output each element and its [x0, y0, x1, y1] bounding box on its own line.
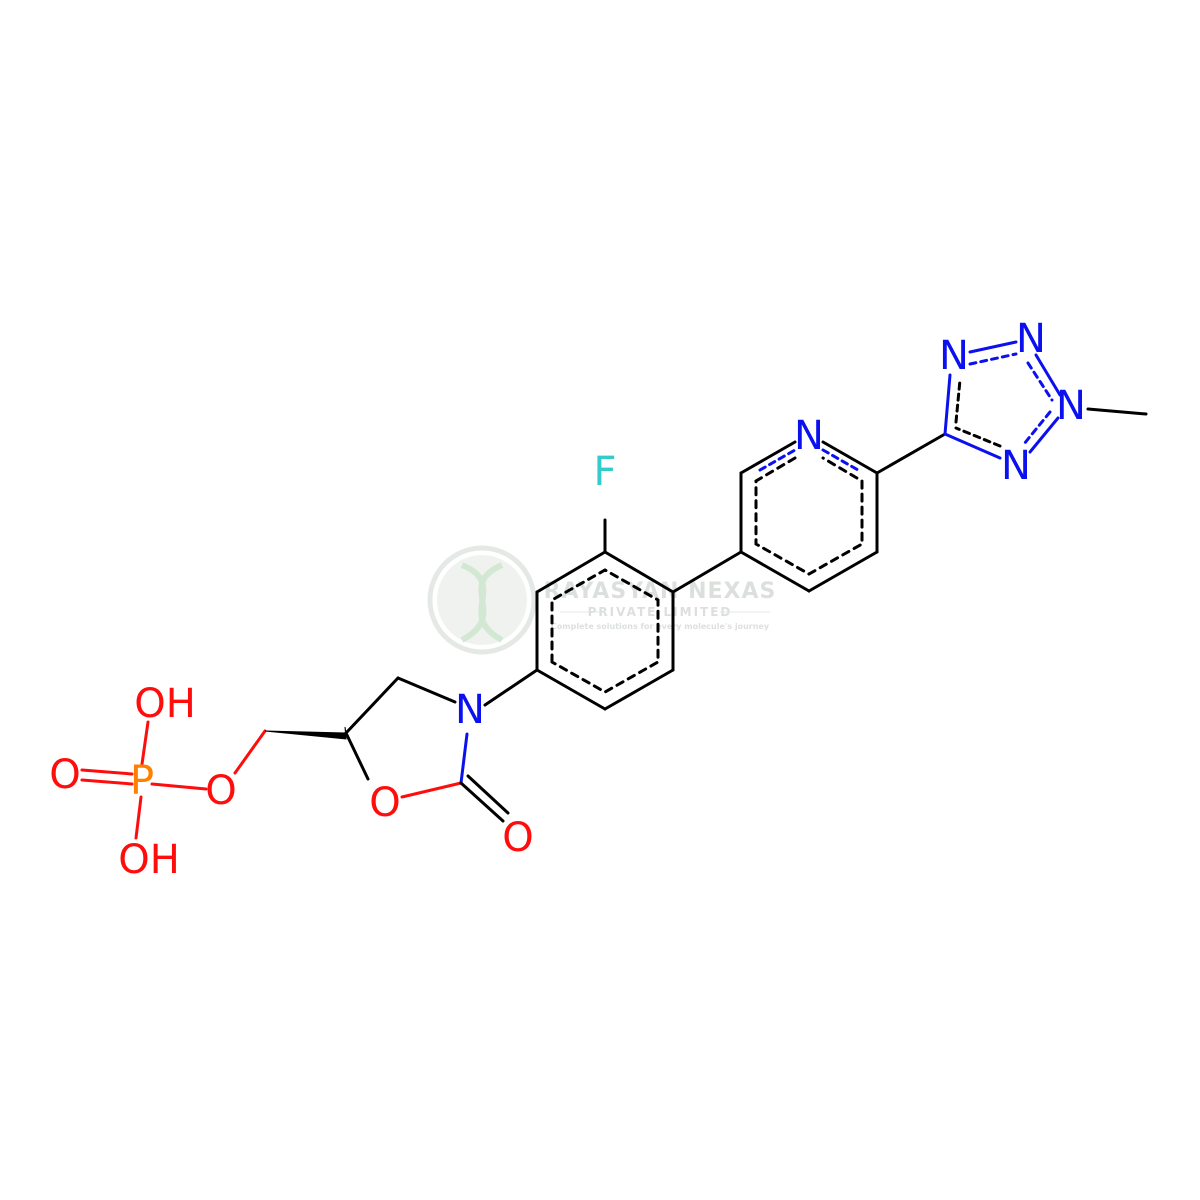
- bond-c4-n: [396, 676, 457, 704]
- atom-fluorine: F: [593, 449, 616, 495]
- atom-o-carbonyl: O: [502, 815, 533, 861]
- aromatic-ring-fluorophenyl: [550, 568, 660, 694]
- bond-tz-n1-n2-dash: [968, 352, 1018, 366]
- atom-labels: OH O P O OH O O N F N N N N N: [49, 316, 1086, 883]
- bond-c5-c4: [344, 676, 400, 735]
- bond-tz-n4-c: [943, 432, 1002, 460]
- bond-p-o-double-b: [80, 778, 134, 786]
- atom-n-pyridine: N: [794, 413, 824, 459]
- bond-n-methyl: [1086, 407, 1148, 416]
- atom-phosphorus: P: [130, 758, 154, 804]
- bond-py-tetrazole: [875, 432, 947, 475]
- bond-c2-o-carbonyl-a: [459, 781, 505, 823]
- bond-tz-n3-n4-dash: [1022, 410, 1052, 446]
- bond-tz-n3-n4: [1028, 416, 1060, 454]
- atom-n-tetrazole-3: N: [1056, 383, 1086, 429]
- bond-py-2: [739, 440, 797, 475]
- bonds: [80, 340, 1148, 840]
- bond-p-oh-top: [140, 720, 150, 766]
- atom-n-tetrazole-2: N: [1016, 316, 1046, 362]
- bond-tz-n2-n3: [1034, 353, 1062, 397]
- bond-tz-n4-c-dash: [954, 426, 1002, 448]
- atom-o-double: O: [49, 752, 80, 798]
- bond-py-5: [807, 550, 879, 593]
- atom-o-ester: O: [205, 768, 236, 814]
- aromatic-ring-pyridine: [754, 456, 864, 576]
- atom-n-tetrazole-4: N: [1001, 443, 1031, 489]
- bond-tz-c-n1: [943, 373, 952, 436]
- bond-tz-n1-n2: [968, 340, 1018, 354]
- bond-tz-n2-n3-dash: [1026, 361, 1054, 402]
- atom-n-tetrazole-1: N: [939, 333, 969, 379]
- bond-c2-o-carbonyl-b: [466, 774, 510, 815]
- bond-p-o-ester: [150, 782, 208, 791]
- atom-oh-bottom: OH: [118, 837, 180, 883]
- watermark-logo-ring: [427, 545, 537, 655]
- bond-py-6: [739, 550, 811, 593]
- atom-n-oxazolidinone: N: [455, 687, 485, 733]
- watermark: RAYASYAN NEXAS PRIVATE LIMITED Complete …: [427, 545, 775, 655]
- bond-c5-o1: [344, 731, 370, 781]
- bond-p-oh-bottom: [134, 795, 143, 840]
- bond-py-n-dash-b: [821, 448, 860, 472]
- bond-ar1-6: [535, 668, 607, 711]
- bond-wedge-stereo: [264, 726, 347, 740]
- atom-oh-top: OH: [134, 681, 196, 727]
- bond-n-aryl: [483, 668, 539, 707]
- bond-py-3: [821, 440, 879, 475]
- watermark-tagline: Complete solutions for every molecule's …: [551, 622, 770, 631]
- bond-ar1-3: [603, 550, 675, 594]
- bond-ar1-2: [535, 550, 607, 594]
- dna-helix-icon: [460, 562, 504, 643]
- bond-p-o-double-a: [80, 768, 134, 776]
- bond-ar1-5: [603, 668, 675, 711]
- bond-biaryl: [671, 550, 743, 594]
- bond-n-c2: [459, 732, 469, 785]
- bond-tz-c-n1-dash: [954, 378, 962, 424]
- bond-o-ch2: [233, 729, 267, 775]
- bond-o1-c2: [400, 781, 463, 799]
- watermark-subtitle: PRIVATE LIMITED: [588, 605, 733, 619]
- atom-o-ring: O: [369, 780, 400, 826]
- bond-py-n-dash-a: [758, 448, 797, 472]
